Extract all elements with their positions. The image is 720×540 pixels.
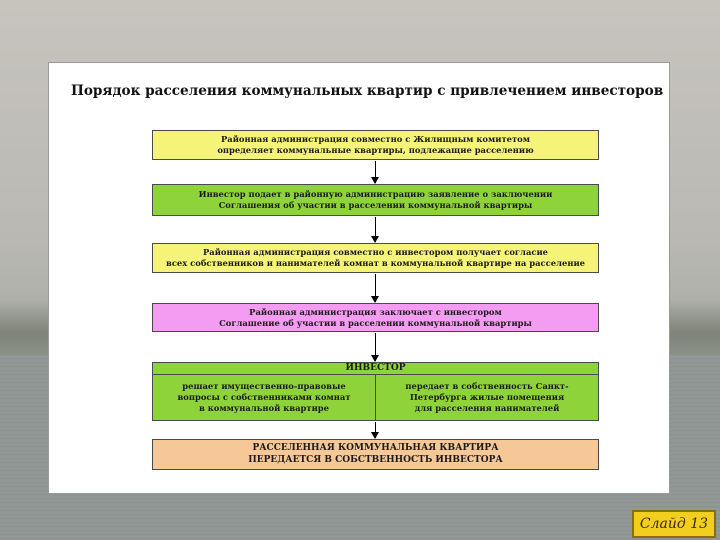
final-box: РАССЕЛЕННАЯ КОММУНАЛЬНАЯ КВАРТИРА ПЕРЕДА… [152, 439, 599, 470]
arrow-4 [375, 333, 376, 361]
arrow-2 [375, 217, 376, 242]
investor-right-text: передает в собственность Санкт- Петербур… [376, 375, 598, 420]
arrow-5 [375, 422, 376, 438]
slide-panel: Порядок расселения коммунальных квартир … [48, 62, 670, 494]
step-3-box: Районная администрация совместно с инвес… [152, 243, 599, 273]
step-1-box: Районная администрация совместно с Жилищ… [152, 130, 599, 160]
arrow-1 [375, 161, 376, 183]
slide-title: Порядок расселения коммунальных квартир … [71, 83, 661, 99]
step-2-box: Инвестор подает в районную администрацию… [152, 184, 599, 216]
slide-number-badge: Слайд 13 [632, 510, 716, 538]
arrow-3 [375, 274, 376, 302]
step-4-box: Районная администрация заключает с инвес… [152, 303, 599, 332]
investor-left-text: решает имущественно-правовые вопросы с с… [153, 375, 375, 420]
